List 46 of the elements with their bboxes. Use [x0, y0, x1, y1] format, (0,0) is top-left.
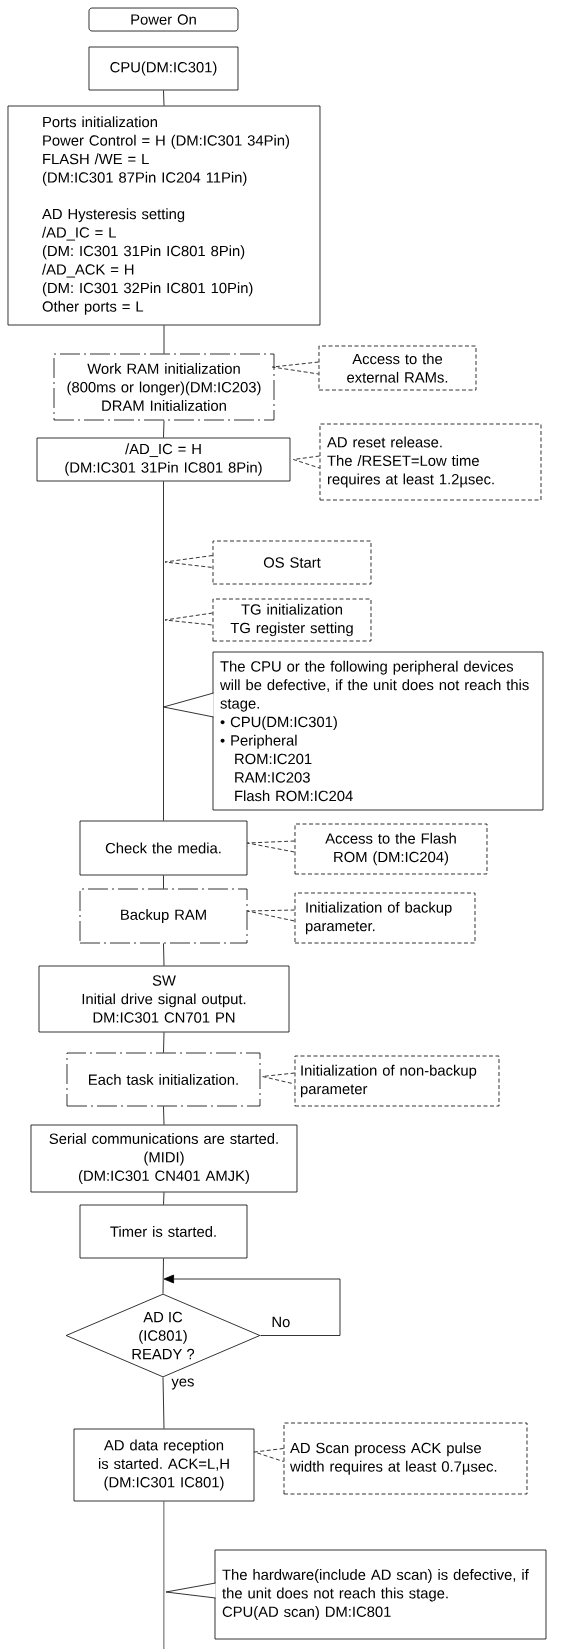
edge-label: No: [270, 1315, 292, 1329]
note-box: TG initialization TG register setting: [212, 598, 372, 642]
callout-pointer: [165, 1582, 216, 1599]
leader-line: [247, 840, 295, 853]
note-box: Access to the external RAMs.: [318, 345, 477, 391]
loop-arrow: [163, 1274, 341, 1336]
flow-line: [162, 1377, 165, 1429]
callout-pointer: [163, 692, 214, 718]
note-box: AD reset release. The /RESET=Low time requires at least 1.2µsec.: [319, 423, 542, 501]
flow-line: [163, 420, 165, 438]
process-box: Each task initialization.: [66, 1052, 261, 1107]
leader-line: [254, 1448, 284, 1462]
callout-box: The CPU or the following peripheral devices will be defective, if the unit does not reach this stage. • CPU(DM:IC301) • Peripheral ROM:IC201 RAM:IC203 Flash ROM:IC204: [212, 651, 544, 811]
leader-line: [262, 1072, 295, 1085]
flow-line: [163, 481, 164, 821]
flow-line: [163, 1501, 165, 1649]
leader-line: [164, 555, 213, 568]
flow-line: [163, 325, 165, 354]
note-box: OS Start: [212, 540, 372, 585]
process-box: SW Initial drive signal output. DM:IC301 CN701 PN: [38, 965, 290, 1033]
flow-line: [163, 943, 165, 966]
note-box: Initialization of backup parameter.: [294, 892, 476, 944]
process-box: CPU(DM:IC301): [88, 46, 239, 91]
process-box: Work RAM initialization (800ms or longer)(DM:IC203) DRAM Initialization: [53, 353, 275, 421]
process-box: AD data reception is started. ACK=L,H (DM:IC301 IC801): [73, 1428, 255, 1502]
process-box: Ports initialization Power Control = H (DM:IC301 34Pin) FLASH /WE = L (DM:IC301 87Pin IC204 11Pin) AD Hysteresis setting /AD_IC = L (DM: IC301 31Pin IC801 8Pin) /AD_ACK = H (DM: IC301 32Pin IC801 10Pin) Other ports = L: [7, 105, 321, 326]
note-box: Access to the Flash ROM (DM:IC204): [294, 823, 488, 875]
flow-line: [163, 90, 165, 106]
flow-line: [163, 1192, 165, 1205]
flow-line: [163, 1032, 165, 1053]
flow-line: [163, 1106, 165, 1125]
callout-box: The hardware(include AD scan) is defective, if the unit does not reach this stage. CPU(AD scan) DM:IC801: [214, 1549, 547, 1640]
leader-line: [164, 612, 213, 626]
process-box: Backup RAM: [79, 888, 248, 944]
note-box: Initialization of non-backup parameter: [294, 1055, 500, 1107]
process-box: /AD_IC = H (DM:IC301 31Pin IC801 8Pin): [36, 437, 291, 482]
process-box: Serial communications are started. (MIDI) (DM:IC301 CN401 AMJK): [30, 1124, 298, 1193]
leader-line: [293, 455, 320, 469]
edge-label: yes: [170, 1377, 196, 1391]
flow-line: [163, 875, 164, 889]
process-box: Timer is started.: [79, 1204, 248, 1259]
note-box: AD Scan process ACK pulse width requires at least 0.7µsec.: [283, 1422, 528, 1495]
leader-line: [272, 361, 319, 375]
process-box: Check the media.: [79, 820, 248, 876]
start-box: Power On: [88, 7, 239, 32]
flow-line: [162, 1258, 164, 1294]
